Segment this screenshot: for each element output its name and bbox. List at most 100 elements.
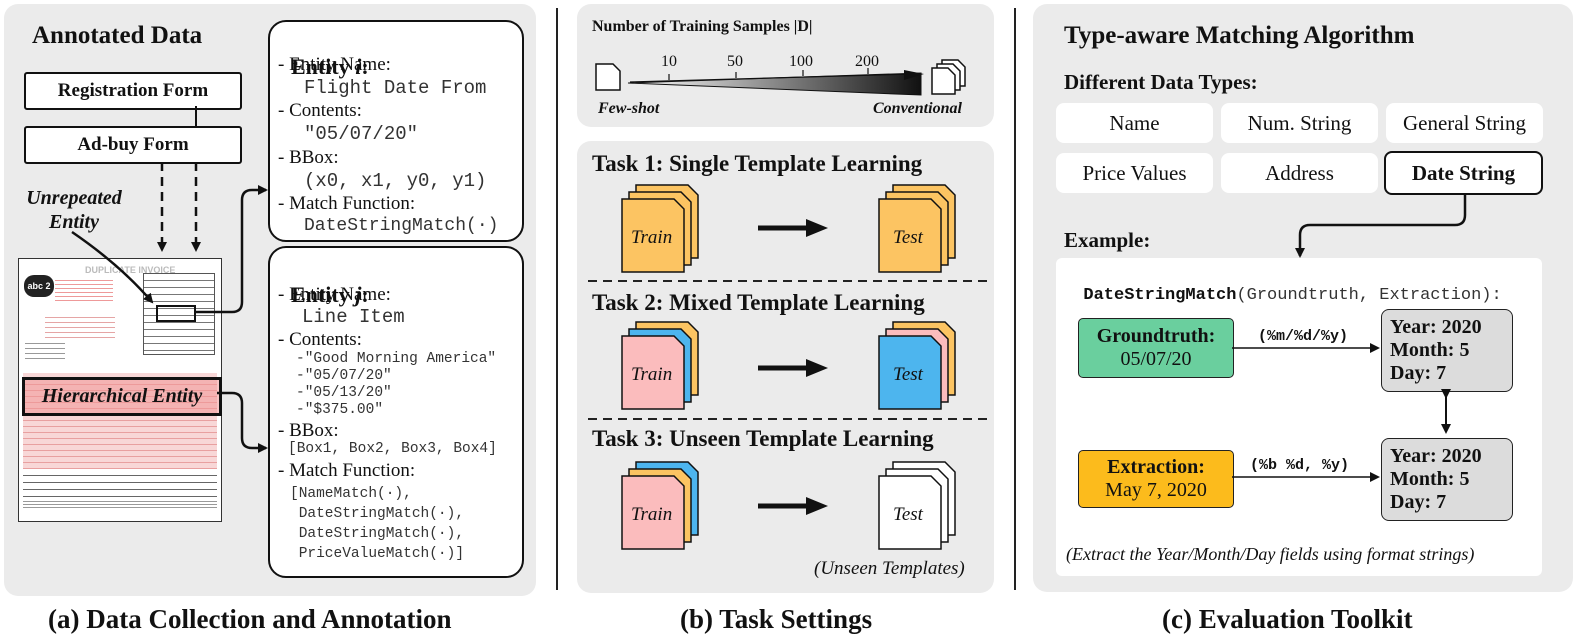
groundtruth-format: (%m/%d/%y) [1258, 328, 1349, 345]
caption-a: (a) Data Collection and Annotation [48, 604, 452, 634]
extraction-box: Extraction: May 7, 2020 [1078, 450, 1234, 508]
divider-2 [1014, 8, 1016, 590]
entity-i-name-value: Flight Date From [304, 77, 487, 99]
task3-test-label: Test [893, 504, 923, 525]
task2-train-stack [621, 321, 699, 410]
entity-j-match-label: - Match Function: [278, 460, 416, 481]
entity-j-match-0: [NameMatch(·), [290, 486, 412, 502]
entity-i-bbox-value: (x0, x1, y0, y1) [304, 170, 487, 192]
gt-result-year: Year: 2020 [1390, 316, 1482, 338]
func-args: (Groundtruth, Extraction): [1236, 286, 1502, 305]
entity-j-match-1: DateStringMatch(·), [290, 506, 465, 522]
doc-logo-text: abc 2 [27, 281, 51, 291]
matching-title: Type-aware Matching Algorithm [1064, 22, 1415, 49]
unrepeated-line2: Entity [48, 211, 99, 233]
example-note: (Extract the Year/Month/Day fields using… [1066, 544, 1475, 564]
unrepeated-pointer-arrow [71, 230, 154, 304]
entity-j-content-2: -"05/13/20" [296, 385, 392, 401]
entity-j-name-label: - Entity Name: [278, 284, 391, 305]
conventional-docs-icon [931, 59, 966, 95]
type-num-string: Num. String [1221, 103, 1378, 143]
caption-b: (b) Task Settings [680, 604, 873, 634]
ex-result-day: Day: 7 [1390, 491, 1447, 513]
samples-arrowhead [904, 70, 924, 80]
doc-footer-rows [23, 469, 217, 497]
entity-i-title-var: i [355, 54, 362, 79]
entity-i-match-value: DateStringMatch(·) [304, 216, 499, 236]
samples-axis [629, 73, 913, 83]
entity-j-arrow [217, 391, 268, 453]
task1-arrow [758, 219, 828, 237]
entity-i-contents-label: - Contents: [278, 100, 362, 121]
entity-i-arrow [195, 185, 268, 314]
entity-i-name-label: - Entity Name: [278, 54, 391, 75]
entity-j-title-var: j [355, 282, 362, 307]
date-string-to-example-arrow [1295, 193, 1467, 258]
few-shot-label: Few-shot [598, 100, 660, 117]
ex-result-month: Month: 5 [1390, 468, 1470, 490]
groundtruth-box: Groundtruth: 05/07/20 [1078, 318, 1234, 378]
entity-j-contents-label: - Contents: [278, 329, 362, 350]
unrepeated-entity-highlight [156, 305, 196, 322]
example-label: Example: [1064, 228, 1151, 252]
task3-test-stack [878, 461, 956, 550]
entity-j-content-3: -"$375.00" [296, 402, 384, 418]
extraction-result-box: Year: 2020 Month: 5 Day: 7 [1381, 438, 1513, 521]
entity-j-match-2: DateStringMatch(·), [290, 526, 465, 542]
entity-i-title-prefix: Entity [291, 54, 356, 79]
task3-arrow [758, 497, 828, 515]
task3-train-stack [621, 461, 699, 550]
caption-c: (c) Evaluation Toolkit [1162, 604, 1413, 634]
task1-train-stack [621, 184, 699, 273]
type-name: Name [1056, 103, 1213, 143]
entity-j-bbox-label: - BBox: [278, 420, 339, 441]
ad-buy-form-box: Ad-buy Form [24, 126, 242, 164]
doc-logo: abc 2 [24, 275, 54, 297]
task3-title: Task 3: Unseen Template Learning [592, 426, 934, 451]
tick-label-10: 10 [661, 53, 677, 70]
samples-panel [577, 4, 994, 127]
doc-header-table [143, 273, 215, 355]
ex-result-year: Year: 2020 [1390, 445, 1482, 467]
groundtruth-value: 05/07/20 [1120, 348, 1192, 370]
func-name: DateStringMatch [1083, 286, 1237, 305]
entity-i-bbox-label: - BBox: [278, 147, 339, 168]
conventional-label: Conventional [873, 100, 962, 117]
gt-result-day: Day: 7 [1390, 362, 1447, 384]
entity-i-contents-value: "05/07/20" [304, 123, 419, 145]
entity-j-bbox-value: [Box1, Box2, Box3, Box4] [288, 441, 497, 457]
divider-1 [556, 8, 558, 590]
tick-label-200: 200 [855, 53, 879, 70]
samples-title: Number of Training Samples |D| [592, 18, 813, 35]
entity-j-title-prefix: Entity [291, 282, 356, 307]
groundtruth-label: Groundtruth: [1096, 325, 1216, 347]
entity-i-title: Entity i: [280, 28, 369, 80]
extraction-format: (%b %d, %y) [1250, 457, 1350, 474]
type-general-string: General String [1386, 103, 1543, 143]
task2-test-stack [878, 321, 956, 410]
task1-test-stack [878, 184, 956, 273]
entity-j-title-suffix: : [361, 282, 369, 307]
extraction-label: Extraction: [1107, 456, 1205, 478]
types-label: Different Data Types: [1064, 70, 1258, 94]
unrepeated-entity-label: Unrepeated Entity [24, 186, 124, 234]
entity-j-card [268, 246, 524, 578]
type-price-values: Price Values [1056, 153, 1213, 193]
doc-small-print [23, 499, 217, 509]
example-signature: DateStringMatch(Groundtruth, Extraction)… [1063, 267, 1502, 305]
doc-bill-block [25, 339, 65, 363]
task1-test-label: Test [893, 227, 923, 248]
entity-i-card [268, 20, 524, 242]
doc-address-block [45, 313, 115, 339]
entity-j-match-3: PriceValueMatch(·)] [290, 546, 465, 562]
task2-train-label: Train [631, 364, 673, 385]
task2-title: Task 2: Mixed Template Learning [592, 290, 925, 315]
task1-title: Task 1: Single Template Learning [592, 151, 923, 176]
hierarchical-entity-label: Hierarchical Entity [41, 385, 203, 407]
few-shot-doc-icon [595, 63, 621, 91]
entity-i-match-label: - Match Function: [278, 193, 416, 214]
